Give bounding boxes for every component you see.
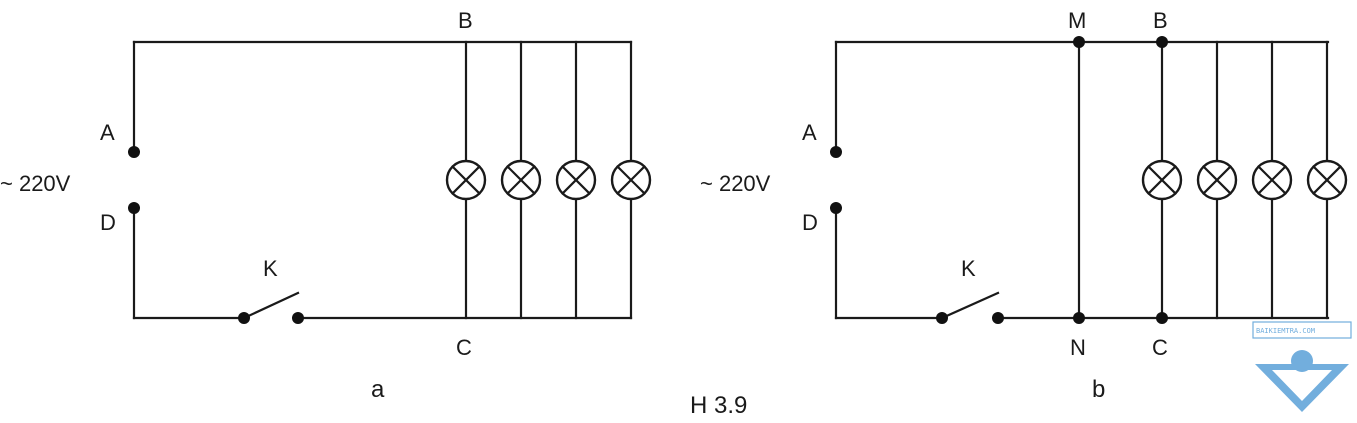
switch-label: K	[961, 256, 976, 281]
switch-pivot	[936, 312, 948, 324]
watermark-text: BAIKIEMTRA.COM	[1256, 327, 1315, 335]
lamp-branch	[610, 40, 652, 320]
terminal-d	[128, 202, 140, 214]
source-label: ~ 220V	[700, 171, 771, 196]
node-label-d: D	[802, 210, 818, 235]
lamp-branch	[1196, 40, 1238, 320]
lamp-branch	[500, 40, 542, 320]
lamp-branch	[1251, 40, 1293, 320]
sub-caption-a: a	[371, 376, 385, 403]
circuit-a: A D ~ 220V B C K a	[0, 8, 652, 403]
circuit-b: A D ~ 220V M B N C K b	[700, 8, 1348, 403]
lamp-branch	[445, 40, 487, 320]
lamp-branch	[1306, 40, 1348, 320]
node-label-c: C	[456, 335, 472, 360]
junction-n	[1073, 312, 1085, 324]
junction-c	[1156, 312, 1168, 324]
node-label-n: N	[1070, 335, 1086, 360]
node-label-a: A	[802, 120, 817, 145]
node-label-m: M	[1068, 8, 1086, 33]
switch-pivot	[238, 312, 250, 324]
node-label-b: B	[458, 8, 473, 33]
node-label-d: D	[100, 210, 116, 235]
figure-caption: H 3.9	[690, 392, 747, 419]
junction-m	[1073, 36, 1085, 48]
node-label-b: B	[1153, 8, 1168, 33]
lamp-branch	[555, 40, 597, 320]
source-label: ~ 220V	[0, 171, 71, 196]
switch-blade	[242, 291, 300, 320]
switch-contact	[292, 312, 304, 324]
lamp-branch	[1141, 40, 1183, 320]
watermark-frame	[1252, 321, 1352, 339]
switch-blade	[940, 291, 1000, 320]
terminal-a	[830, 146, 842, 158]
sub-caption-b: b	[1092, 376, 1105, 403]
watermark-person-icon	[1291, 350, 1313, 372]
terminal-d	[830, 202, 842, 214]
switch-label: K	[263, 256, 278, 281]
junction-b	[1156, 36, 1168, 48]
node-label-a: A	[100, 120, 115, 145]
node-label-c: C	[1152, 335, 1168, 360]
terminal-a	[128, 146, 140, 158]
switch-contact	[992, 312, 1004, 324]
watermark-logo: BAIKIEMTRA.COM	[1252, 321, 1352, 412]
